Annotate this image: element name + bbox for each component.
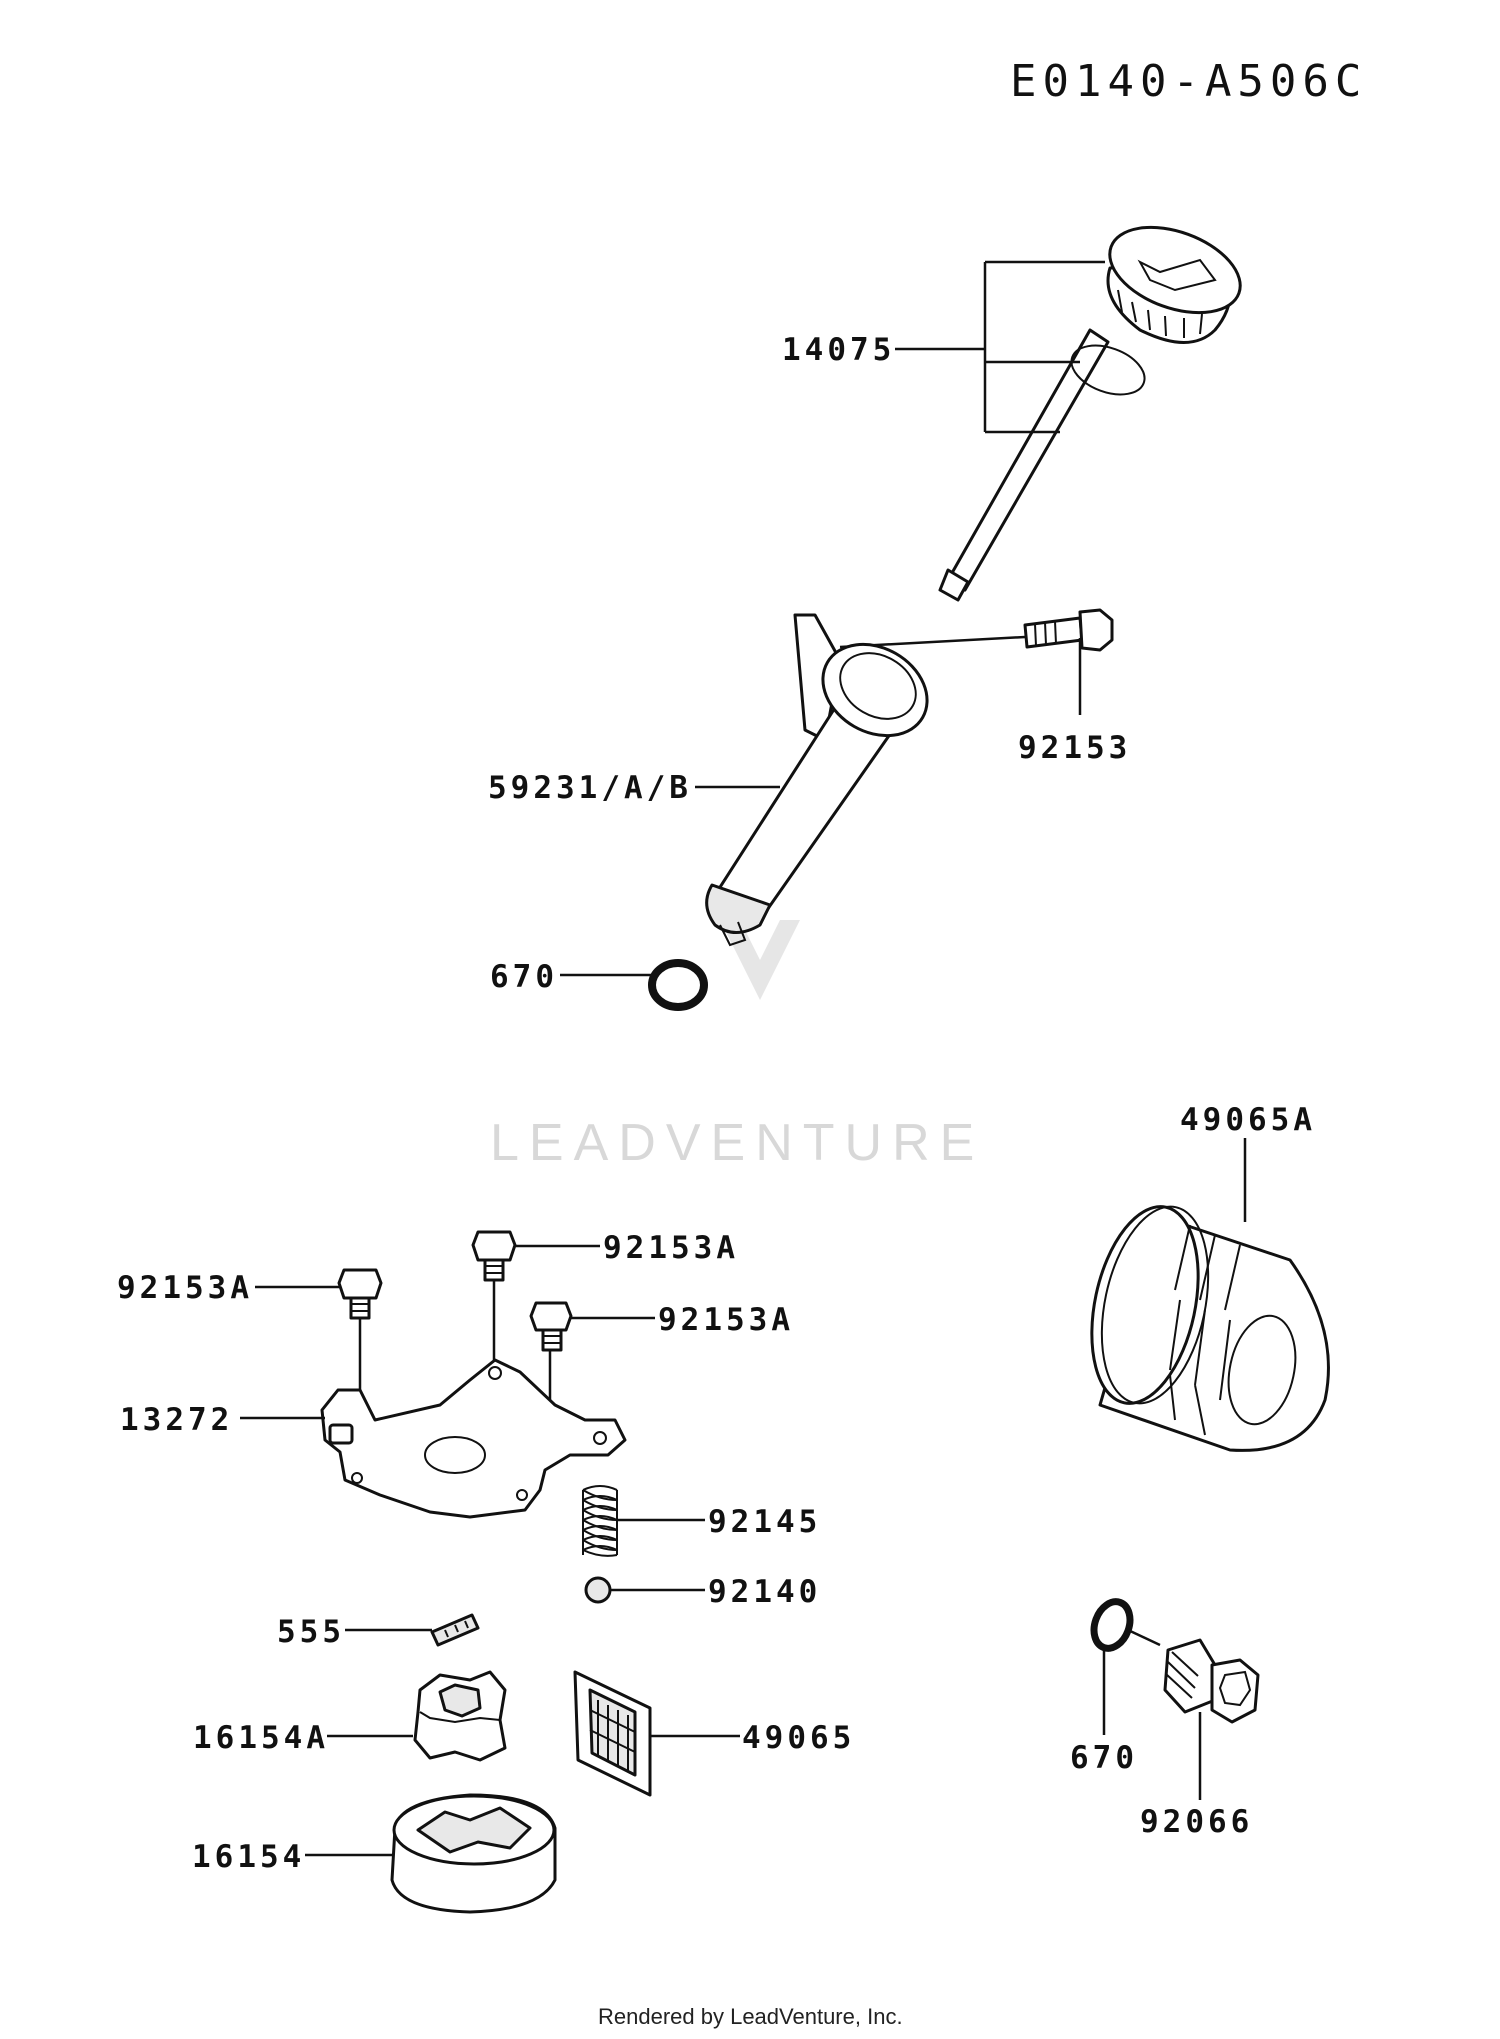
leader-14075 xyxy=(895,260,1105,434)
label-16154a[interactable]: 16154A xyxy=(193,1720,329,1756)
dipstick-o-ring xyxy=(1070,344,1146,396)
leader-670-to-plug xyxy=(1127,1628,1161,1647)
outer-rotor-cavity xyxy=(416,1806,532,1854)
plug-hex-head xyxy=(1210,1658,1260,1724)
part-bolt-92153a-center[interactable] xyxy=(471,1230,517,1282)
tube-mouth-outer xyxy=(821,642,929,738)
oil-can-icon xyxy=(1137,258,1217,292)
part-plate-13272[interactable] xyxy=(320,1358,627,1519)
label-92140[interactable]: 92140 xyxy=(708,1574,821,1610)
part-dipstick[interactable] xyxy=(938,211,1252,602)
plate-body xyxy=(320,1358,627,1519)
watermark-logo-icon xyxy=(720,920,800,1000)
dipstick-cap xyxy=(1106,225,1242,344)
label-92066[interactable]: 92066 xyxy=(1140,1804,1253,1840)
watermark-text: LEADVENTURE xyxy=(490,1114,984,1172)
label-16154[interactable]: 16154 xyxy=(192,1839,305,1875)
label-49065[interactable]: 49065 xyxy=(742,1720,855,1756)
label-92153a-left[interactable]: 92153A xyxy=(117,1270,253,1306)
plug-hex-socket xyxy=(1218,1670,1252,1707)
part-o-ring-670-bottom[interactable] xyxy=(1088,1597,1136,1654)
inner-rotor-hub xyxy=(438,1683,482,1718)
plate-tab-hole xyxy=(328,1423,354,1445)
label-92153[interactable]: 92153 xyxy=(1018,730,1131,766)
part-pin-555[interactable] xyxy=(430,1613,480,1647)
part-oil-filter[interactable] xyxy=(1075,1197,1330,1452)
dipstick-tip xyxy=(938,568,970,602)
label-92153a-center[interactable]: 92153A xyxy=(603,1230,739,1266)
watermark: LEADVENTURE xyxy=(490,850,984,1172)
part-ball-92140[interactable] xyxy=(584,1576,612,1604)
label-92145[interactable]: 92145 xyxy=(708,1504,821,1540)
part-inner-rotor-16154a[interactable] xyxy=(413,1670,507,1762)
diagram-code: E0140-A506C xyxy=(1010,56,1367,107)
part-bolt-92153a-left[interactable] xyxy=(337,1268,383,1320)
dipstick-shaft xyxy=(946,328,1110,592)
filter-end-circle xyxy=(1227,1314,1297,1426)
part-screen-49065[interactable] xyxy=(573,1670,652,1797)
label-14075[interactable]: 14075 xyxy=(782,332,895,368)
footer-credit: Rendered by LeadVenture, Inc. xyxy=(598,2004,903,2029)
tube-lower-end xyxy=(705,883,772,934)
part-bolt-92153a-right[interactable] xyxy=(529,1301,573,1352)
part-spring-92145[interactable] xyxy=(582,1485,618,1557)
label-92153a-right[interactable]: 92153A xyxy=(658,1302,794,1338)
plate-center-hole xyxy=(424,1436,486,1474)
label-13272[interactable]: 13272 xyxy=(120,1402,233,1438)
tube-mouth-inner xyxy=(839,652,917,720)
bolt-head xyxy=(1078,608,1114,652)
plug-thread xyxy=(1163,1638,1217,1714)
label-670-bottom[interactable]: 670 xyxy=(1070,1740,1138,1776)
label-59231[interactable]: 59231/A/B xyxy=(488,770,692,806)
screen-mesh xyxy=(588,1688,637,1777)
part-oil-fill-tube[interactable] xyxy=(705,613,944,947)
part-bolt-92153[interactable] xyxy=(1023,608,1114,652)
label-555[interactable]: 555 xyxy=(277,1614,345,1650)
part-o-ring-670-top[interactable] xyxy=(648,959,708,1011)
label-49065a[interactable]: 49065A xyxy=(1180,1102,1316,1138)
label-670-top[interactable]: 670 xyxy=(490,959,558,995)
part-outer-rotor-16154[interactable] xyxy=(390,1793,557,1914)
part-drain-plug-92066[interactable] xyxy=(1163,1638,1260,1724)
bolt-shank xyxy=(1023,616,1084,649)
